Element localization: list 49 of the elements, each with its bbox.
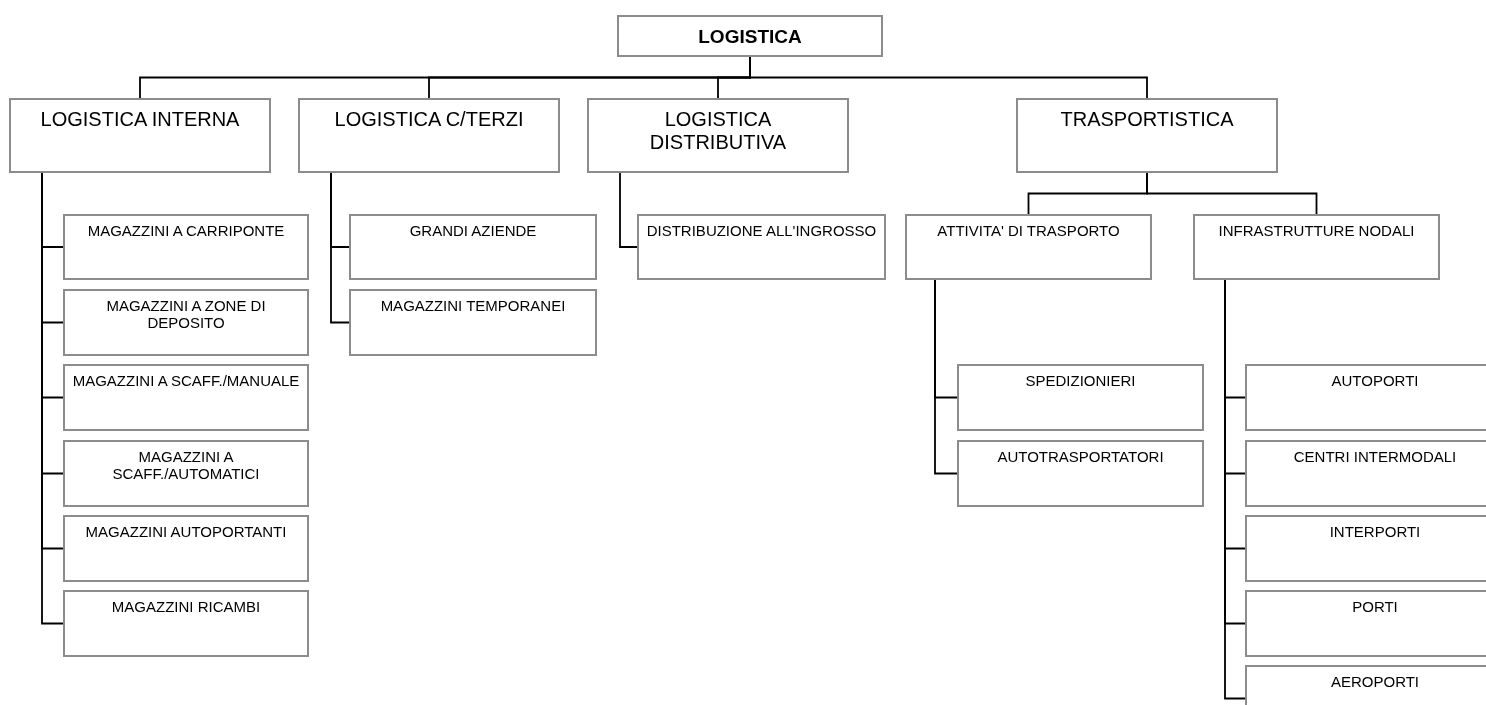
box-label: MAGAZZINI RICAMBI [111,598,261,616]
box-label: CENTRI INTERMODALI [1293,448,1457,466]
org-box [1245,590,1486,657]
org-box [637,214,886,280]
connector-line [619,172,638,248]
org-box [957,440,1204,507]
box-label: INFRASTRUTTURE NODALI [1218,222,1415,240]
box-label: GRANDI AZIENDE [409,222,537,240]
box-label: DISTRIBUZIONE ALL'INGROSSO [646,222,877,240]
connector-line [330,172,350,324]
org-box [587,98,849,173]
box-label: MAGAZZINI A SCAFF./AUTOMATICI [111,448,261,483]
org-box [9,98,271,173]
org-box [63,289,309,356]
org-box [905,214,1152,280]
box-label: MAGAZZINI A ZONE DI DEPOSITO [105,297,267,332]
box-label: LOGISTICA INTERNA [40,108,240,131]
box-label: SPEDIZIONIERI [1025,372,1136,390]
org-box [349,214,597,280]
org-box [1245,440,1486,507]
box-label: LOGISTICA C/TERZI [334,108,524,131]
org-box [63,214,309,280]
org-box [1193,214,1440,280]
box-label: MAGAZZINI A CARRIPONTE [87,222,285,240]
org-box [63,515,309,582]
org-box [63,364,309,431]
org-box [1245,515,1486,582]
box-label: AUTOTRASPORTATORI [997,448,1164,466]
box-label: LOGISTICA DISTRIBUTIVA [648,108,788,154]
connector-line [934,279,958,475]
box-label: MAGAZZINI AUTOPORTANTI [85,523,287,541]
org-box [1016,98,1278,173]
box-label: PORTI [1352,598,1398,616]
org-box [349,289,597,356]
box-label: ATTIVITA' DI TRASPORTO [937,222,1120,240]
org-box [1245,364,1486,431]
box-label: MAGAZZINI TEMPORANEI [380,297,566,315]
org-box [298,98,560,173]
org-box [63,590,309,657]
box-label: AEROPORTI [1330,673,1420,691]
box-label: LOGISTICA [698,26,802,48]
box-label: INTERPORTI [1329,523,1421,541]
org-box [617,15,883,57]
box-label: MAGAZZINI A SCAFF./MANUALE [72,372,300,390]
box-label: AUTOPORTI [1331,372,1419,390]
connector-line [1146,172,1318,215]
org-box [957,364,1204,431]
box-label: TRASPORTISTICA [1060,108,1234,131]
org-box [63,440,309,507]
